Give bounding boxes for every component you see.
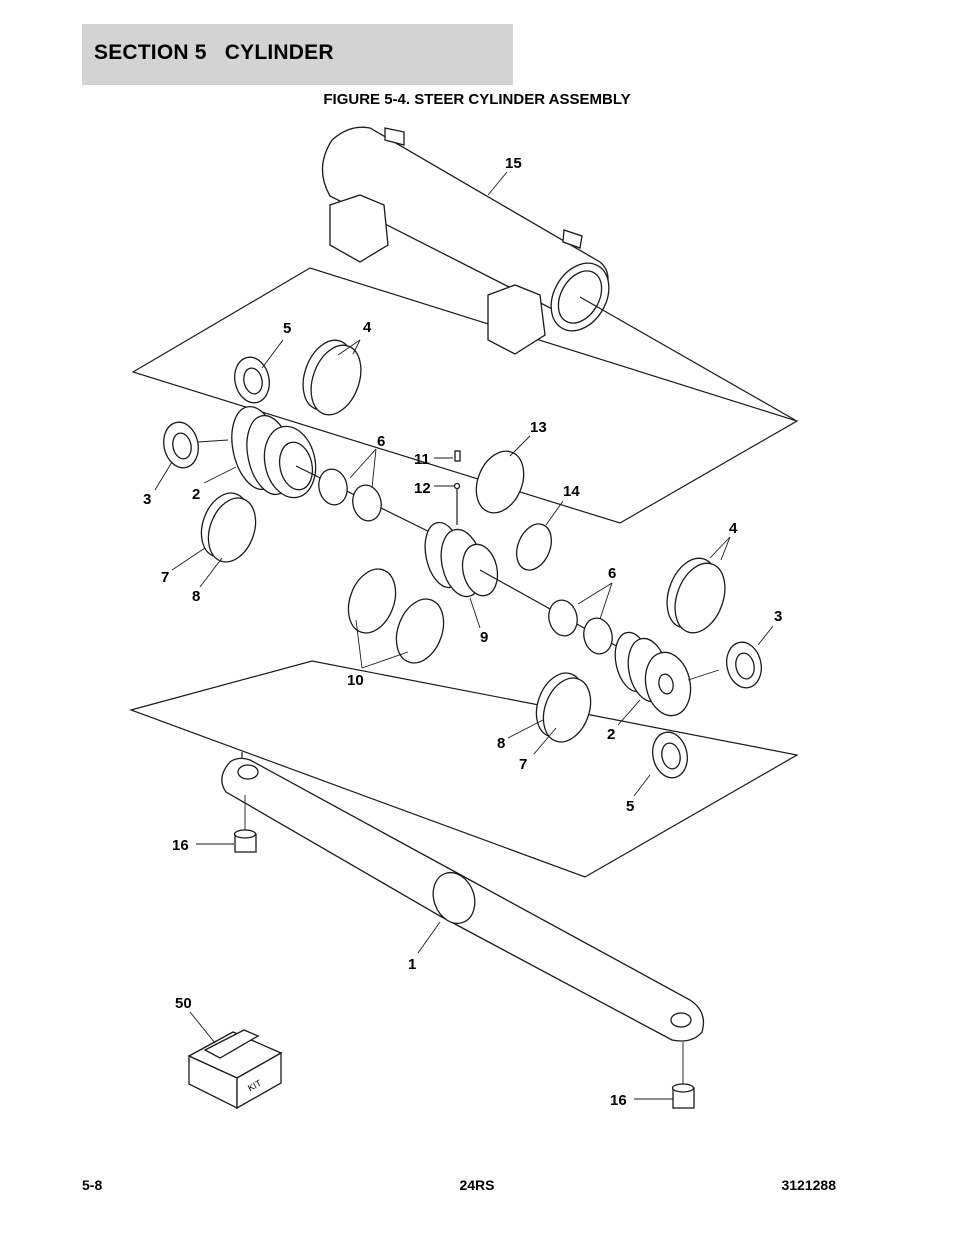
upper-assembly-plane xyxy=(131,267,799,524)
callout-11: 11 xyxy=(414,451,430,468)
callout-12: 12 xyxy=(414,480,431,497)
callout-1: 1 xyxy=(408,956,416,973)
left-gland-part xyxy=(231,405,459,547)
leader-lines xyxy=(154,171,774,1100)
kit-box-part: KIT xyxy=(187,1029,283,1110)
callout-9: 9 xyxy=(480,629,488,646)
upper-o-ring-part xyxy=(302,339,362,416)
section-title: SECTION 5 CYLINDER xyxy=(94,41,334,64)
callout-6: 6 xyxy=(377,433,385,450)
callout-3: 3 xyxy=(143,491,151,508)
callout-5: 5 xyxy=(283,320,291,337)
callout-10: 10 xyxy=(347,672,364,689)
left-wiper-part xyxy=(163,421,199,469)
upper-rod-seal-part xyxy=(234,356,270,404)
callout-7: 7 xyxy=(161,569,169,586)
section-header: SECTION 5 CYLINDER xyxy=(82,24,513,85)
callout-14: 14 xyxy=(563,483,580,500)
right-spacer-part xyxy=(548,599,613,655)
set-screw-part xyxy=(454,450,461,462)
callout-16b: 16 xyxy=(610,1092,627,1109)
callout-2: 2 xyxy=(192,486,200,503)
callout-7b: 7 xyxy=(519,756,527,773)
lower-assembly-plane xyxy=(129,660,799,878)
right-wiper-part xyxy=(726,641,762,689)
footer-page-number: 5-8 xyxy=(82,1177,103,1193)
callout-3b: 3 xyxy=(774,608,782,625)
right-o-ring-part xyxy=(666,557,726,634)
callout-15: 15 xyxy=(505,155,522,172)
footer-doc-number: 3121288 xyxy=(781,1177,836,1193)
callout-4: 4 xyxy=(363,319,372,336)
left-spacer-part xyxy=(318,468,382,522)
callout-13: 13 xyxy=(530,419,547,436)
callout-2b: 2 xyxy=(607,726,615,743)
piston-o-ring-part xyxy=(516,523,552,571)
right-backup-ring-part xyxy=(535,672,592,743)
footer-model: 24RS xyxy=(459,1177,495,1193)
figure-title: FIGURE 5-4. STEER CYLINDER ASSEMBLY xyxy=(323,91,631,108)
ball-part xyxy=(453,482,461,490)
callout-50: 50 xyxy=(175,995,192,1012)
barrel-part xyxy=(321,126,796,421)
piston-seal-part xyxy=(475,450,525,514)
callout-16: 16 xyxy=(172,837,189,854)
callout-5b: 5 xyxy=(626,798,634,815)
rod-part xyxy=(221,752,705,1042)
callout-8: 8 xyxy=(192,588,200,605)
callout-8b: 8 xyxy=(497,735,505,752)
left-backup-ring-part xyxy=(200,492,257,563)
callout-6b: 6 xyxy=(608,565,616,582)
upper-bushing-part xyxy=(233,829,257,853)
wear-ring-part xyxy=(347,568,445,664)
callout-4b: 4 xyxy=(729,520,738,537)
lower-rod-seal-part xyxy=(652,731,688,779)
right-gland-part xyxy=(614,631,692,717)
lower-bushing-part xyxy=(671,1083,695,1109)
callout-numbers: 15 5 4 3 2 6 11 12 13 14 7 8 4 6 3 9 10 … xyxy=(143,155,782,1109)
